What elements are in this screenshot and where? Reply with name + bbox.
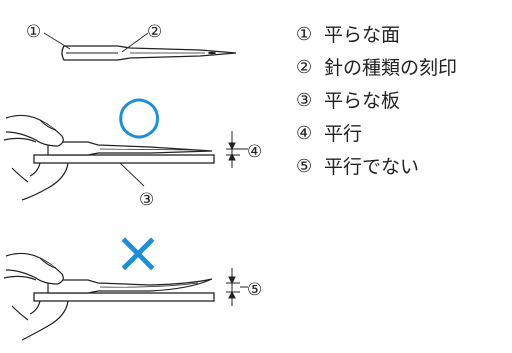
incorrect-example: × ⑤ xyxy=(3,218,262,341)
legend-num: ③ xyxy=(296,89,313,111)
callout-leader-2 xyxy=(121,32,149,53)
callout-2: ② xyxy=(147,22,162,42)
legend-num: ② xyxy=(296,56,313,78)
flat-plate xyxy=(33,154,215,164)
legend-text: 平行でない xyxy=(324,155,420,178)
legend-text: 平らな板 xyxy=(324,89,401,112)
legend-num: ① xyxy=(296,23,313,45)
legend-text: 針の種類の刻印 xyxy=(324,56,458,79)
legend-item-2: ② 針の種類の刻印 xyxy=(296,51,457,84)
gap-marker-5 xyxy=(226,268,248,306)
legend: ① 平らな面 ② 針の種類の刻印 ③ 平らな板 ④ 平行 ⑤ 平行でない xyxy=(296,18,457,183)
legend-item-4: ④ 平行 xyxy=(296,117,457,150)
callout-4: ④ xyxy=(247,142,262,162)
flat-plate-2 xyxy=(33,292,215,302)
legend-text: 平行 xyxy=(324,122,363,145)
needle-bent xyxy=(47,278,213,294)
callout-5: ⑤ xyxy=(247,280,262,300)
callout-leader-3 xyxy=(119,162,145,187)
legend-item-1: ① 平らな面 xyxy=(296,18,457,51)
wrong-mark: × xyxy=(114,218,163,286)
hand-bottom-incorrect xyxy=(11,300,69,341)
gap-marker-4 xyxy=(226,131,248,168)
legend-text: 平らな面 xyxy=(324,23,401,46)
needle-top-view: ① ② xyxy=(26,22,237,61)
legend-item-3: ③ 平らな板 xyxy=(296,84,457,117)
legend-item-5: ⑤ 平行でない xyxy=(296,150,457,183)
needle-eye xyxy=(208,51,216,55)
legend-num: ⑤ xyxy=(296,155,313,177)
correct-example: ○ ④ ③ xyxy=(3,85,262,210)
needle-parallel xyxy=(47,141,213,156)
callout-1: ① xyxy=(26,22,41,42)
hand-bottom-correct xyxy=(11,162,69,201)
legend-num: ④ xyxy=(296,122,313,144)
correct-mark: ○ xyxy=(116,85,161,145)
hand-top-incorrect xyxy=(3,252,64,285)
needle-parallel-groove xyxy=(99,148,197,151)
hand-top-correct xyxy=(3,114,64,147)
needle-bent-groove xyxy=(99,282,199,288)
callout-leader-1 xyxy=(43,32,71,50)
callout-3: ③ xyxy=(139,190,154,210)
